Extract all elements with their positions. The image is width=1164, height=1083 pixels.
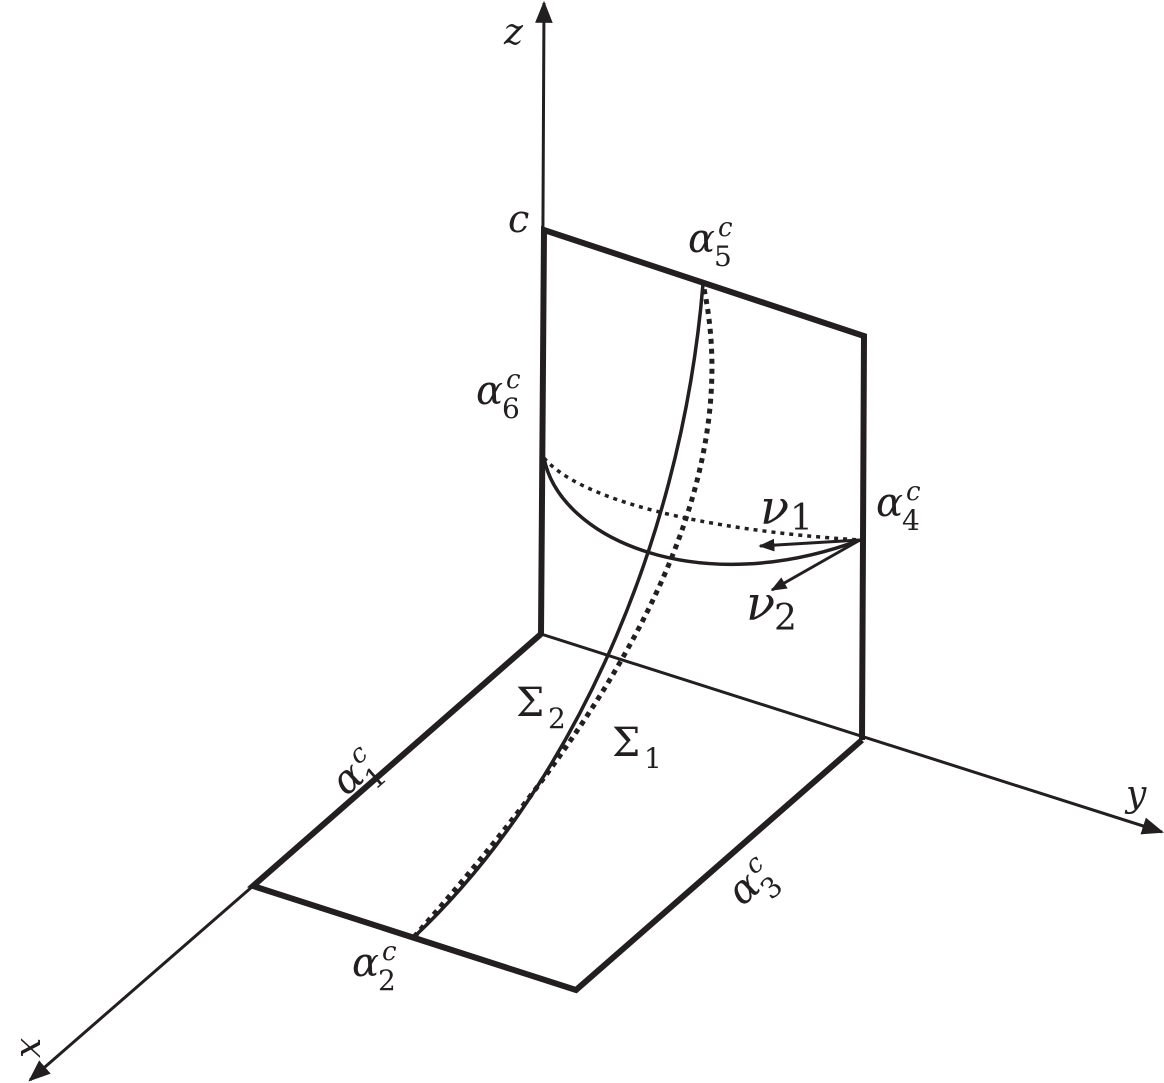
svg-text:α: α xyxy=(352,940,379,986)
horizontal-face-outline xyxy=(247,631,864,994)
alpha6-label: α c 6 xyxy=(476,365,521,425)
svg-text:1: 1 xyxy=(644,742,662,775)
z-axis-label: z xyxy=(503,12,524,53)
sigma1-label: Σ 1 xyxy=(612,720,662,775)
cross-section-solid-curve xyxy=(542,457,861,567)
cross-section-dotted-curve xyxy=(542,456,861,542)
svg-text:4: 4 xyxy=(902,504,920,537)
svg-text:α: α xyxy=(688,216,715,262)
nu2-label: ν 2 xyxy=(746,576,797,639)
y-axis-label: y xyxy=(1124,774,1147,815)
alpha4-label: α c 4 xyxy=(876,477,921,537)
alpha1-label: α c 1 xyxy=(323,738,393,805)
nu1-label: ν 1 xyxy=(760,480,813,539)
svg-text:c: c xyxy=(506,365,521,395)
sigma2-label: Σ 2 xyxy=(516,680,566,735)
y-axis xyxy=(540,632,1164,835)
svg-text:Σ: Σ xyxy=(612,720,640,766)
svg-text:c: c xyxy=(718,213,733,243)
x-axis xyxy=(28,884,254,1082)
svg-text:ν: ν xyxy=(760,480,789,536)
svg-text:2: 2 xyxy=(378,964,396,997)
svg-text:6: 6 xyxy=(502,392,520,425)
svg-text:c: c xyxy=(382,937,397,967)
svg-text:2: 2 xyxy=(774,598,797,639)
svg-text:5: 5 xyxy=(714,240,732,273)
svg-text:ν: ν xyxy=(746,576,775,632)
c-height-label: c xyxy=(508,197,529,241)
alpha5-label: α c 5 xyxy=(688,213,733,273)
sigma2-curve xyxy=(412,283,705,939)
vertical-face-outline xyxy=(538,225,868,741)
alpha2-label: α c 2 xyxy=(352,937,397,997)
sigma1-curve xyxy=(412,283,715,939)
nu1-arrow xyxy=(758,538,861,552)
svg-text:1: 1 xyxy=(790,498,813,539)
svg-text:α: α xyxy=(476,368,503,414)
nu2-arrow xyxy=(770,538,861,592)
svg-text:α: α xyxy=(876,480,903,526)
svg-text:2: 2 xyxy=(548,702,566,735)
svg-text:c: c xyxy=(906,477,921,507)
svg-text:Σ: Σ xyxy=(516,680,544,726)
x-axis-label: x xyxy=(8,1038,49,1058)
